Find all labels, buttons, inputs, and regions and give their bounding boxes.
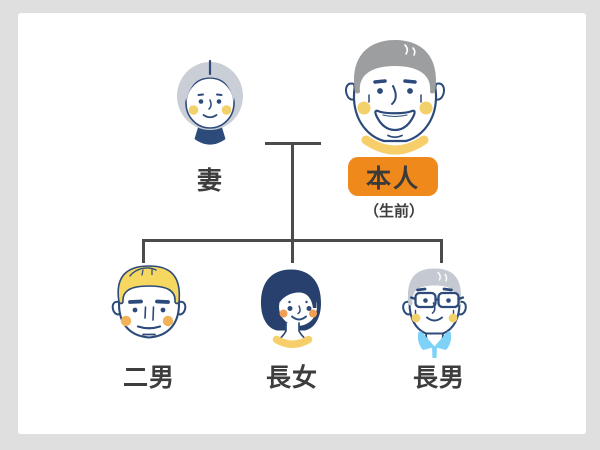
second-son-avatar-icon (111, 265, 187, 339)
wife-avatar-icon (177, 59, 243, 145)
eldest-daughter-label: 長女 (265, 364, 319, 392)
couple-stem-line (291, 142, 294, 263)
principal-collar (361, 135, 429, 155)
eldest-son-glasses (409, 287, 465, 309)
principal-hair (354, 40, 436, 94)
eldest-daughter-face (279, 280, 317, 326)
siblings-line (142, 239, 442, 242)
eldest-daughter-features (279, 300, 317, 321)
eldest-daughter-collar (272, 335, 313, 348)
drop-line-eldest-son (440, 239, 443, 263)
wife-label: 妻 (196, 167, 224, 195)
second-son-features (120, 299, 174, 336)
principal-badge-label: 本人 (365, 164, 420, 193)
wife-hair-front (185, 59, 235, 102)
principal-badge: 本人 (348, 157, 438, 196)
principal-features (357, 79, 433, 139)
eldest-son-label: 長男 (412, 364, 466, 392)
eldest-daughter-avatar-icon (260, 269, 322, 348)
wife-features (188, 93, 232, 119)
principal-sublabel: （生前） (363, 203, 425, 220)
wife-collar (194, 124, 226, 145)
eldest-son-avatar-icon (402, 268, 467, 358)
drop-line-second-son (142, 239, 145, 263)
second-son-hair (117, 265, 181, 305)
eldest-son-hair (407, 268, 462, 306)
eldest-son-collar (417, 331, 452, 358)
principal-avatar-icon (345, 40, 445, 155)
wife-face (185, 77, 235, 129)
diagram-panel (18, 13, 586, 434)
second-son-label: 二男 (122, 364, 176, 392)
